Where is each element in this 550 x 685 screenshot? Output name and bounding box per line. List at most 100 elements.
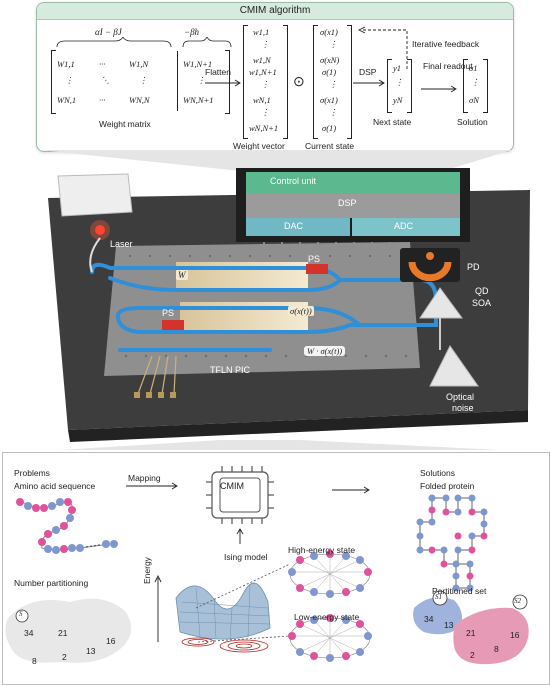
- s1-number: 34: [424, 614, 434, 624]
- cmim-chip-icon: [206, 466, 274, 524]
- pd-label: PD: [467, 262, 480, 272]
- amino-label: Amino acid sequence: [14, 481, 96, 491]
- flatten-label: Flatten: [205, 67, 231, 77]
- optical-noise-source: [429, 345, 479, 387]
- ising-label: Ising model: [224, 552, 268, 562]
- solution-entry: σN: [469, 95, 479, 105]
- hardware-illustration: [40, 150, 530, 450]
- next-state-right-bracket: [407, 59, 412, 113]
- solution-label: Solution: [457, 117, 488, 127]
- laser-spot: [95, 225, 105, 235]
- next-state-left-bracket: [387, 59, 392, 113]
- control-unit-block: [246, 172, 460, 194]
- weight-vector-label: Weight vector: [233, 141, 285, 151]
- matrix-cell: WN,1: [57, 95, 77, 105]
- number: 21: [58, 628, 68, 638]
- s2-number: 21: [466, 628, 476, 638]
- control-unit-label: Control unit: [270, 176, 317, 186]
- energy-landscape: [154, 563, 291, 653]
- energy-axis-label: Energy: [142, 557, 152, 584]
- number: 2: [62, 652, 67, 662]
- weight-vector-entry: w1,N: [253, 55, 271, 65]
- coef-beta-h: −βh: [184, 27, 200, 37]
- s2-number: 8: [494, 644, 499, 654]
- matrix-cell: ···: [99, 59, 106, 69]
- folded-protein: [416, 494, 488, 592]
- solution-entry: ⋮: [471, 77, 480, 87]
- set-s-symbol: S: [19, 610, 23, 618]
- algorithm-header: [37, 3, 513, 20]
- number: 16: [106, 636, 116, 646]
- s1-blob: [413, 597, 462, 635]
- w-label: W: [176, 270, 188, 280]
- coef-alpha-beta: αI − βJ: [95, 27, 122, 37]
- chip-label: TFLN PIC: [210, 365, 251, 375]
- number: 13: [86, 646, 96, 656]
- bond-pads: [134, 392, 176, 398]
- feedback-arrow: [357, 26, 408, 69]
- ps-top: [306, 264, 328, 274]
- board-edge: [68, 410, 528, 442]
- matrix-cell: ⋮: [139, 75, 148, 85]
- soa-label: SOA: [472, 298, 492, 308]
- matrix-divider: [177, 51, 178, 111]
- number-partitioning-label: Number partitioning: [14, 578, 89, 588]
- dsp-label: DSP: [359, 67, 377, 77]
- current-state-label: Current state: [305, 141, 355, 151]
- matrix-cell: ⋱: [101, 75, 110, 85]
- weight-vector-entry: w1,N+1: [249, 67, 277, 77]
- iterative-feedback-label: Iterative feedback: [412, 39, 480, 49]
- s2-symbol: S2: [514, 597, 521, 605]
- bottom-callout: [60, 440, 500, 450]
- dsp-block: [246, 194, 460, 218]
- dac-label: DAC: [284, 221, 304, 231]
- ps-left: [162, 320, 184, 330]
- set-s-badge: [15, 609, 29, 623]
- s1-number: 13: [444, 620, 454, 630]
- matrix-left-bracket: [51, 50, 56, 114]
- solution-entry: σ1: [469, 63, 478, 73]
- number-set-blob: [5, 598, 132, 663]
- weight-matrix-label: Weight matrix: [99, 119, 151, 129]
- wire-bonds: [137, 355, 177, 395]
- number: 8: [32, 656, 37, 666]
- low-energy-network: [288, 614, 372, 662]
- laser-fiber: [89, 237, 101, 273]
- matrix-cell: ⋮: [65, 75, 74, 85]
- amino-acid-chain: [16, 498, 118, 554]
- current-state-entry: σ(xN): [320, 55, 340, 65]
- cmim-label: CMIM: [220, 481, 244, 491]
- solution-arrow: [332, 486, 370, 494]
- current-state-entry: σ(1): [322, 123, 337, 133]
- current-state-entry: ⋮: [329, 79, 338, 89]
- dsp-arrow: [353, 79, 385, 87]
- noise-label: noise: [452, 403, 474, 413]
- s2-number: 16: [510, 630, 520, 640]
- current-state-left-bracket: [313, 25, 318, 139]
- weight-vector-entry: wN,1: [253, 95, 271, 105]
- current-state-entry: σ(x1): [320, 27, 338, 37]
- laser-label: Laser: [110, 239, 133, 249]
- number: 34: [24, 628, 34, 638]
- hadamard-operator: ⊙: [293, 73, 305, 89]
- s1-symbol: S1: [435, 593, 442, 601]
- algorithm-title: CMIM algorithm: [239, 5, 311, 16]
- current-state-entry: σ(1): [322, 67, 337, 77]
- ising-arrow: [236, 528, 244, 544]
- partitioned-label: Partitioned set: [432, 586, 487, 596]
- ps-top-label: PS: [308, 254, 321, 264]
- laser-box: [57, 173, 133, 217]
- weight-vector-entry: ⋮: [261, 107, 270, 117]
- s2-badge: [512, 594, 528, 610]
- s2-number: 2: [470, 650, 475, 660]
- solution-left-bracket: [463, 59, 468, 113]
- chip-holes: [124, 254, 408, 358]
- top-callout: [40, 150, 512, 172]
- current-state-entry: ⋮: [329, 107, 338, 117]
- readout-arrow: [421, 85, 457, 93]
- photodetector: [408, 261, 452, 282]
- weight-vector-right-bracket: [283, 25, 288, 139]
- weight-vector-entry: wN,N+1: [249, 123, 279, 133]
- adc-block: [352, 218, 460, 236]
- final-readout-label: Final readout: [423, 61, 473, 71]
